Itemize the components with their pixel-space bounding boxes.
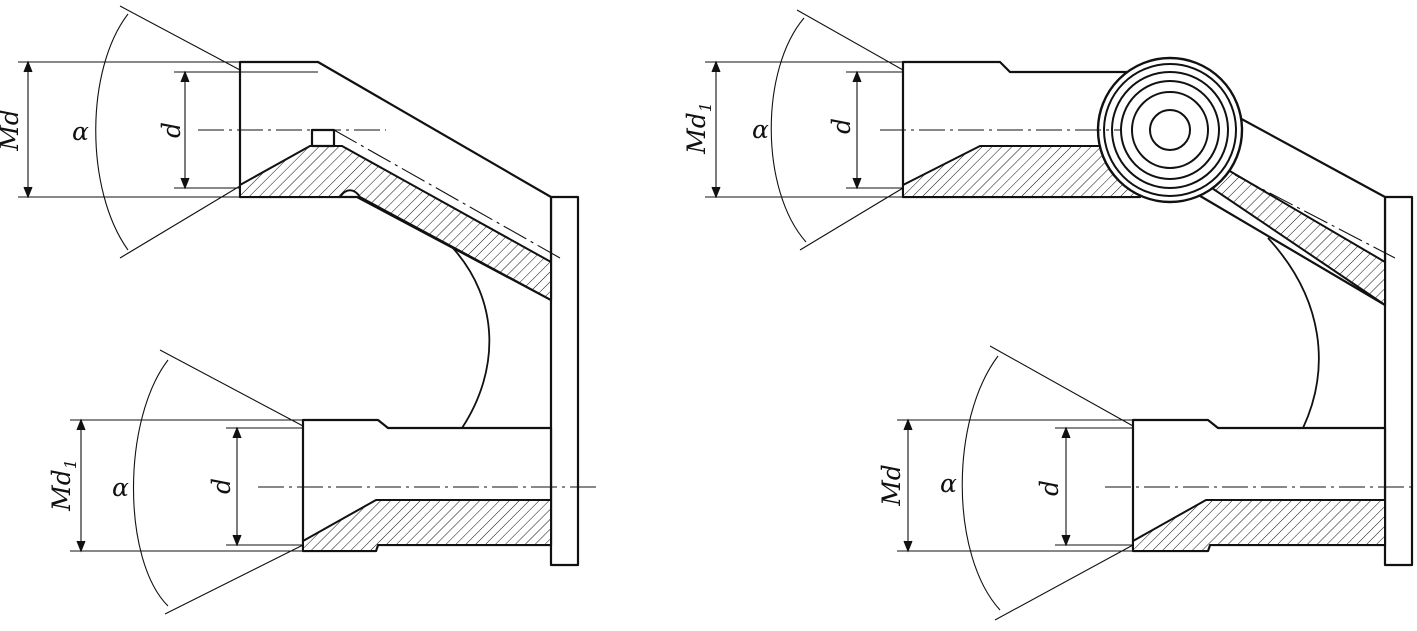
- left-upper-incline-axis: [333, 129, 561, 259]
- left-flange: [549, 195, 580, 567]
- right-upper-md1-label: Md1: [682, 102, 715, 155]
- right-lower-md-label: Md: [877, 464, 906, 507]
- right-upper-angle-arc: [770, 17, 807, 243]
- right-joint: [1096, 56, 1244, 204]
- right-part: Md1 d α Md d α: [682, 9, 1417, 621]
- left-upper-bore-step: [310, 128, 336, 148]
- left-lower-angle-arc: [133, 359, 169, 607]
- right-incline-axis: [1234, 174, 1396, 259]
- left-lower-section: [302, 499, 552, 552]
- right-upper-alpha-label: α: [752, 115, 769, 144]
- right-web-curve: [1267, 237, 1320, 429]
- right-flange: [1383, 195, 1414, 567]
- left-upper-d-label: d: [157, 122, 186, 138]
- right-lower-alpha-label: α: [940, 469, 957, 498]
- right-lower-angle-arc: [961, 355, 1001, 611]
- right-upper-d-label: d: [827, 118, 856, 134]
- left-upper-md-label: Md: [0, 109, 24, 152]
- right-lower-d-label: d: [1035, 480, 1064, 496]
- left-part: Md d α Md1 d α: [0, 5, 600, 615]
- left-upper-angle-arc: [95, 13, 129, 251]
- left-web-curve: [451, 246, 491, 429]
- right-lower-section: [1132, 499, 1386, 552]
- left-lower-d-label: d: [207, 478, 236, 494]
- left-lower-alpha-label: α: [112, 473, 129, 502]
- left-upper-angle-leg-bottom: [119, 185, 241, 259]
- left-upper-alpha-label: α: [72, 117, 89, 146]
- left-upper-angle-leg-top: [119, 5, 241, 71]
- left-lower-md1-label: Md1: [47, 459, 80, 512]
- left-upper-section: [239, 145, 552, 301]
